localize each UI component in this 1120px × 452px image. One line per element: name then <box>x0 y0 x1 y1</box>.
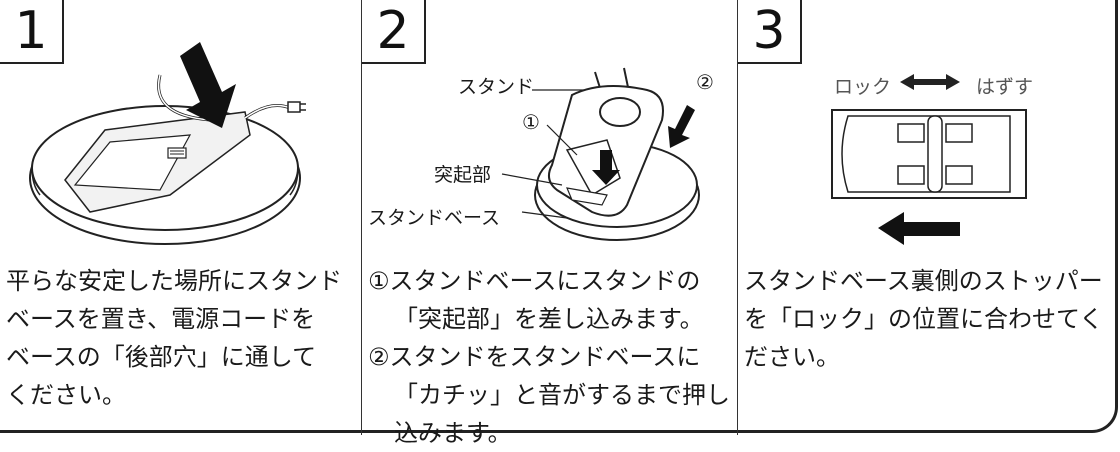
step-1-illustration <box>29 42 306 245</box>
step-2-number: 2 <box>362 0 426 64</box>
step-3-illustration <box>831 74 1027 245</box>
step-1-line: 平らな安定した場所にスタンド <box>6 267 342 295</box>
step-1-number: 1 <box>0 0 64 64</box>
double-arrow-icon <box>900 74 960 90</box>
step-1-text: 平らな安定した場所にスタンド ベースを置き、電源コードを ベースの「後部穴」に通… <box>6 262 342 414</box>
step-2-text: ①スタンドベースにスタンドの 「突起部」を差し込みます。 ②スタンドをスタンドベ… <box>368 262 730 452</box>
step-3-line: スタンドベース裏側のストッパー <box>744 267 1103 295</box>
instruction-frame <box>0 0 1118 433</box>
step-1-line: ください。 <box>6 381 126 409</box>
step-2-line: 「突起部」を差し込みます。 <box>394 305 704 333</box>
step-2-line: 込みます。 <box>394 419 512 447</box>
step-2-panel: 2 スタンド ① ② 突起部 スタンドベース ①スタンドベースにスタンドの 「突… <box>361 0 738 447</box>
label-protrusion: 突起部 <box>434 164 492 186</box>
label-stand: スタンド <box>458 76 535 98</box>
step-1-line: ベースを置き、電源コードを <box>6 305 316 333</box>
label-release: はずす <box>976 76 1034 98</box>
step-2-line: ①スタンドベースにスタンドの <box>368 267 701 295</box>
label-marker-2: ② <box>696 70 714 94</box>
step-3-line: ださい。 <box>744 343 840 371</box>
left-arrow-icon <box>878 212 960 245</box>
step-3-panel: 3 ロック はずす スタンドベース裏側のストッパー を「ロック」の位置に合わせて… <box>737 0 1120 435</box>
label-stand-base: スタンドベース <box>368 207 501 229</box>
step-3-number: 3 <box>738 0 802 64</box>
step-3-line: を「ロック」の位置に合わせてく <box>744 305 1104 333</box>
step-1-panel: 1 平らな安定した場所にスタンド ベースを置き、電源コードを ベースの「後部穴」… <box>0 0 361 435</box>
step-2-illustration <box>501 67 700 241</box>
step-2-line: 「カチッ」と音がするまで押し <box>394 381 730 409</box>
step-2-line: ②スタンドをスタンドベースに <box>368 343 701 371</box>
step-1-line: ベースの「後部穴」に通して <box>6 343 317 371</box>
step-3-text: スタンドベース裏側のストッパー を「ロック」の位置に合わせてく ださい。 <box>744 262 1103 376</box>
label-lock: ロック <box>834 76 892 98</box>
label-marker-1: ① <box>522 110 540 134</box>
